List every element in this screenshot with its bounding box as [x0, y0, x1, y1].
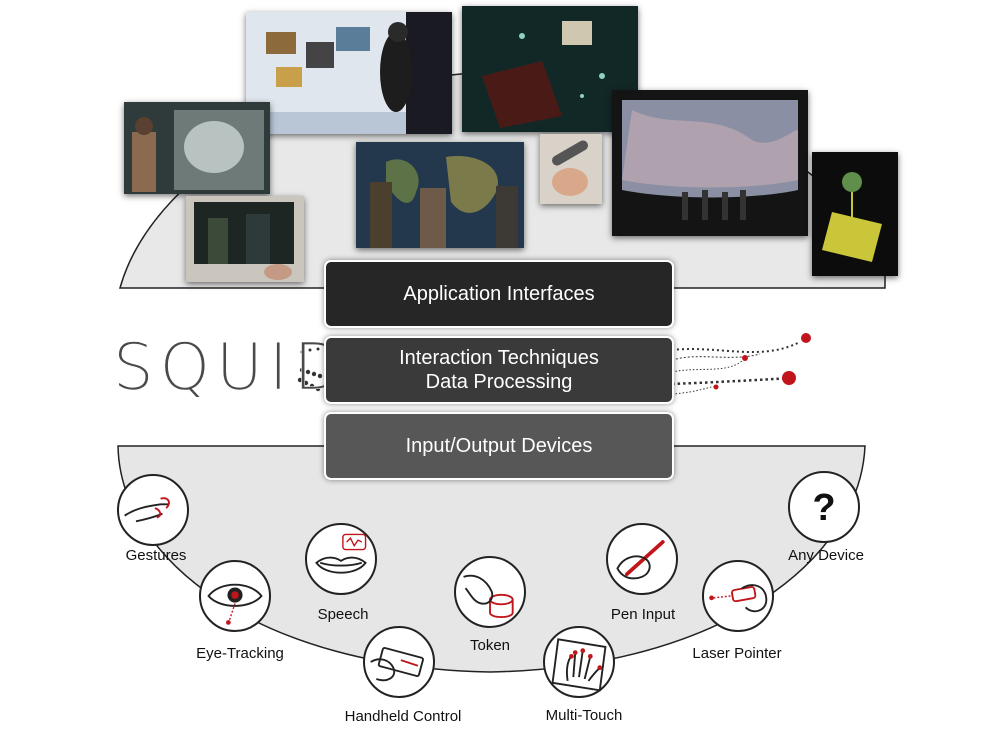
speech-icon [305, 523, 377, 595]
layer-interaction-techniques: Interaction Techniques Data Processing [326, 338, 672, 402]
layer-input-output-devices: Input/Output Devices [326, 414, 672, 478]
gestures-icon [117, 474, 189, 546]
label-pen-input: Pen Input [610, 606, 676, 623]
any-device-symbol: ? [812, 487, 835, 529]
photo-wall-display [246, 12, 452, 134]
layer-application-label: Application Interfaces [403, 283, 595, 305]
label-any-device: Any Device [788, 547, 864, 564]
layer-interaction-label-2: Data Processing [425, 371, 573, 393]
layer-application-interfaces: Application Interfaces [326, 262, 672, 326]
label-gestures: Gestures [125, 547, 187, 564]
multi-touch-icon [543, 626, 615, 698]
label-eye-tracking: Eye-Tracking [196, 645, 284, 662]
laser-pointer-icon [702, 560, 774, 632]
label-token: Token [469, 637, 511, 654]
connection-lines-right [671, 333, 811, 395]
connection-lines-left [297, 347, 323, 392]
photo-video-tv [186, 196, 304, 282]
photo-xray-interaction [124, 102, 270, 194]
pen-input-icon [606, 523, 678, 595]
layer-devices-label: Input/Output Devices [405, 435, 593, 457]
label-speech: Speech [317, 606, 369, 623]
photo-laser-pointer-hand [540, 134, 602, 204]
photo-tabletop-book [462, 6, 638, 132]
layer-interaction-label-1: Interaction Techniques [399, 347, 599, 369]
handheld-control-icon [363, 626, 435, 698]
token-icon [454, 556, 526, 628]
any-device-icon: ? [788, 471, 860, 543]
label-multi-touch: Multi-Touch [545, 707, 623, 724]
photo-map-wall [356, 142, 524, 248]
label-laser-pointer: Laser Pointer [692, 645, 782, 662]
photo-dome-projection [612, 90, 808, 236]
eye-tracking-icon [199, 560, 271, 632]
label-handheld-control: Handheld Control [344, 708, 462, 725]
photo-circuit-board [812, 152, 898, 276]
